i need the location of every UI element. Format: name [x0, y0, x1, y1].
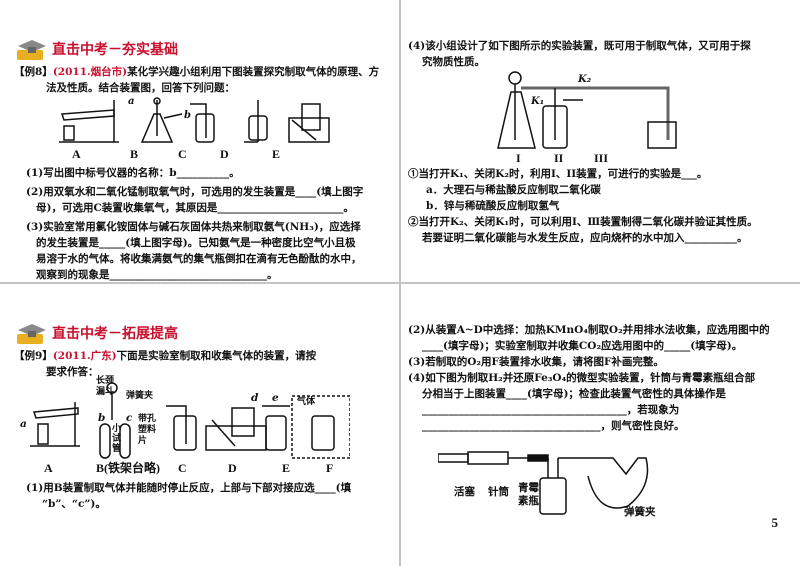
question-2: (2)用双氧水和二氧化锰制取氧气时，可选用的发生装置是____(填上图字: [26, 186, 364, 198]
question-4: __________________________________，则气密性良…: [422, 420, 685, 432]
page-number: 5: [771, 515, 779, 530]
slide-bottom-right: (2)从装置A~D中选择：加热KMnO₄制取O₂并用排水法收集，应选用图中的 _…: [408, 322, 793, 526]
question-3: (3)若制取的O₂用F装置排水收集，请将图F补画完整。: [408, 356, 664, 368]
slide-bottom-left: 直击中考－拓展提高 【例9】(2011.广东)下面是实验室制取和收集气体的装置，…: [14, 322, 394, 512]
marker-a: a: [20, 418, 27, 430]
tube-label: 小试管: [112, 424, 122, 454]
clip-label: 弹簧夹: [126, 391, 154, 401]
question-1: (1)用B装置制取气体并能随时停止反应，上部与下部对接应选____(填: [26, 482, 352, 494]
sub-question-1: ①当打开K₁、关闭K₂时，利用I、II装置，可进行的实验是___。: [408, 168, 708, 180]
option-a: a．大理石与稀盐酸反应制取二氧化碳: [426, 184, 601, 196]
label-f: F: [326, 461, 334, 475]
marker-b: b: [184, 110, 191, 121]
question-1: (1)写出图中标号仪器的名称：b__________。: [26, 167, 240, 179]
section-heading: 直击中考－拓展提高: [14, 322, 394, 346]
marker-c: c: [126, 412, 133, 424]
slide-top-left: 直击中考－夯实基础 【例8】(2011.烟台市)某化学兴趣小组利用下图装置探究制…: [14, 38, 394, 283]
question-3: 观察到的现象是______________________________。: [36, 269, 278, 281]
source: (2011.广东): [52, 350, 117, 362]
label-a: A: [44, 461, 53, 475]
plunger-label: 活塞: [454, 486, 475, 498]
label-e: E: [272, 147, 281, 161]
question-4: (4)如下图为制取H₂并还原Fe₃O₄的微型实验装置，针筒与青霉素瓶组合部: [408, 372, 756, 384]
k2-label: K₂: [577, 74, 592, 85]
micro-apparatus-figure: 活塞 针筒 青霉素瓶 弹簧夹: [408, 446, 793, 526]
funnel-label: 长颈漏斗: [96, 376, 115, 397]
question-2: ____(填字母)；实验室制取并收集CO₂应选用图中的_____(填字母)。: [422, 340, 743, 352]
k1-label: K₁: [530, 96, 544, 107]
plate-label: 带孔塑料片: [138, 414, 157, 446]
label-iii: III: [594, 151, 609, 165]
label-c: C: [178, 147, 187, 161]
syringe-label: 针筒: [488, 486, 509, 498]
apparatus-figure: a b: [59, 96, 330, 143]
question-3: (3)实验室常用氯化铵固体与碱石灰固体共热来制取氨气(NH₃)，应选择: [26, 221, 361, 233]
apparatus-labels: A B C D E: [72, 146, 394, 162]
clip-label: 弹簧夹: [624, 506, 656, 518]
question-2: (2)从装置A~D中选择：加热KMnO₄制取O₂并用排水法收集，应选用图中的: [408, 324, 770, 336]
question-4: 究物质性质。: [422, 56, 485, 68]
label-c: C: [178, 461, 187, 475]
apparatus-drawing: [30, 382, 350, 459]
question-1: “b”、“c”)。: [42, 498, 106, 510]
label-ii: II: [554, 151, 564, 165]
label-i: I: [516, 151, 521, 165]
slide-top-right: (4)该小组设计了如下图所示的实验装置，既可用于制取气体，又可用于探 究物质性质…: [408, 38, 788, 246]
question-4: _______________________________________，…: [422, 404, 680, 416]
question-3: 易溶于水的气体。将收集满氨气的集气瓶倒扣在滴有无色酚酞的水中，: [36, 253, 362, 265]
intro: 法及性质。结合装置图，回答下列问题：: [46, 82, 235, 94]
example-tag: 【例8】: [14, 66, 53, 78]
apparatus-drawing: [438, 451, 649, 515]
gas-label: 气体: [297, 397, 316, 407]
question-2: 母)，可选用C装置收集氧气，其原因是______________________…: [36, 202, 354, 214]
label-d: D: [220, 147, 229, 161]
divider-horizontal: [0, 282, 800, 284]
intro: 要求作答：: [46, 366, 99, 378]
label-e: E: [282, 461, 291, 475]
question-4: (4)该小组设计了如下图所示的实验装置，既可用于制取气体，又可用于探: [408, 40, 751, 52]
sub-question-2: 若要证明二氧化碳能与水发生反应，应向烧杯的水中加入__________。: [422, 232, 748, 244]
heading-text: 直击中考－夯实基础: [52, 42, 178, 58]
example-tag: 【例9】: [14, 350, 53, 362]
graduation-cap-book-icon: [17, 324, 46, 344]
sub-question-2: ②当打开K₂、关闭K₁时，可以利用Ⅰ、Ⅲ装置制得二氧化碳并验证其性质。: [408, 216, 758, 228]
marker-d: d: [251, 392, 259, 404]
bottle-label: 青霉素瓶: [518, 482, 539, 507]
source: (2011.烟台市): [52, 66, 128, 78]
option-b: b．锌与稀硫酸反应制取氢气: [426, 200, 560, 212]
section-heading: 直击中考－夯实基础: [14, 38, 394, 62]
intro: 下面是实验室制取和收集气体的装置，请按: [116, 350, 317, 362]
apparatus-labels: A B(铁架台略) C D E F: [44, 460, 394, 476]
label-b: B: [130, 147, 139, 161]
graduation-cap-book-icon: [17, 40, 46, 60]
label-a: A: [72, 147, 81, 161]
marker-b: b: [98, 412, 106, 424]
apparatus-figure: K₁ K₂: [497, 71, 677, 149]
marker-a: a: [128, 96, 134, 107]
question-3: 的发生装置是_____(填上图字母)。已知氨气是一种密度比空气小且极: [36, 237, 356, 249]
label-d: D: [228, 461, 237, 475]
label-b: B(铁架台略): [96, 461, 160, 475]
marker-e: e: [272, 392, 279, 404]
apparatus-figure: 长颈漏斗 弹簧夹 小试管 带孔塑料片 气体 a b c d e: [14, 376, 394, 460]
question-4: 分相当于上图装置____(填字母)；检查此装置气密性的具体操作是: [422, 388, 726, 400]
intro: 某化学兴趣小组利用下图装置探究制取气体的原理、方: [127, 66, 380, 78]
heading-text: 直击中考－拓展提高: [52, 326, 178, 342]
